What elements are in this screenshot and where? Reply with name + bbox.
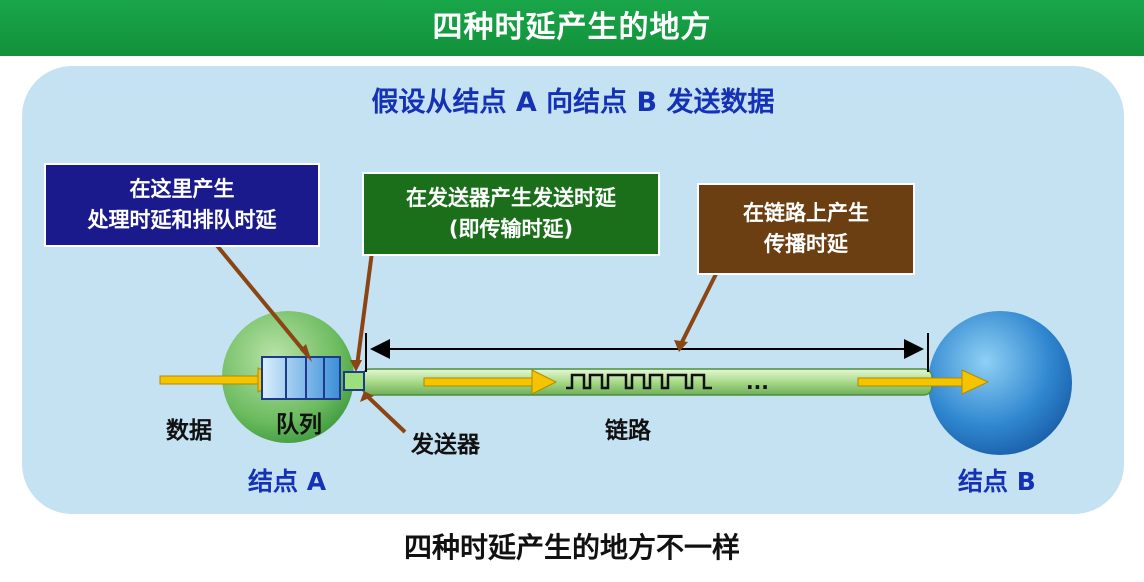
queue-box: [262, 357, 340, 399]
processing-delay-callout: 在这里产生 处理时延和排队时延: [44, 163, 320, 247]
processing-callout-line2: 处理时延和排队时延: [46, 205, 318, 236]
transmission-callout-line2: (即传输时延): [364, 214, 658, 245]
transmission-delay-callout: 在发送器产生发送时延 (即传输时延): [362, 172, 660, 256]
propagation-callout-line2: 传播时延: [699, 229, 913, 260]
propagation-callout-line1: 在链路上产生: [699, 198, 913, 229]
link-ellipsis: ...: [746, 370, 769, 394]
footer-caption: 四种时延产生的地方不一样: [0, 526, 1144, 566]
sender-label: 发送器: [411, 425, 480, 459]
sender-box: [344, 372, 364, 390]
transmission-callout-line1: 在发送器产生发送时延: [364, 183, 658, 214]
pointer-transmission: [350, 252, 372, 372]
propagation-delay-callout: 在链路上产生 传播时延: [697, 183, 915, 275]
node-b-label: 结点 B: [958, 462, 1036, 498]
processing-callout-line1: 在这里产生: [46, 174, 318, 205]
data-label: 数据: [166, 411, 212, 445]
node-a-label: 结点 A: [248, 462, 326, 498]
pointer-propagation: [674, 270, 718, 352]
queue-label: 队列: [276, 405, 322, 439]
link-label: 链路: [605, 411, 651, 445]
pointer-sender: [360, 391, 405, 432]
